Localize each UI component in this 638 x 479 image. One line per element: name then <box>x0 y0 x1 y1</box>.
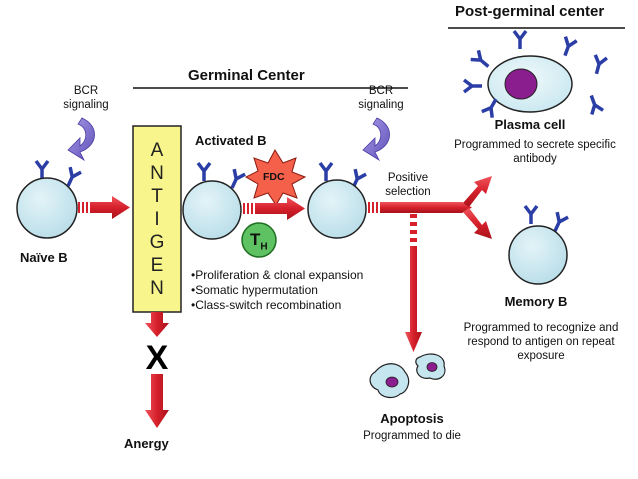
process-item: •Class-switch recombination <box>191 298 342 312</box>
apoptosis-description: Programmed to die <box>363 430 461 442</box>
plasma-cell-label: Plasma cell <box>494 117 566 132</box>
germinal-processes-list: •Proliferation & clonal expansion •Somat… <box>191 268 363 313</box>
bcr-receptor-icon <box>196 161 212 183</box>
activated-b-cell <box>182 161 247 240</box>
signaling-label-line: signaling <box>63 99 109 111</box>
bcr-signaling-arrow-right <box>362 117 390 162</box>
arrow-naive-to-antigen <box>78 196 130 219</box>
antibody-icon <box>462 78 484 94</box>
antigen-letter: A <box>150 140 164 161</box>
fdc-label: FDC <box>263 171 285 183</box>
arrow-to-apoptosis <box>405 214 422 352</box>
antigen-letter: E <box>150 255 164 276</box>
apoptosis-label: Apoptosis <box>380 411 444 426</box>
antigen-letter: I <box>154 209 160 230</box>
arrow-activated-to-selected <box>243 197 305 220</box>
description-line: exposure <box>517 350 565 362</box>
description-line: Programmed to secrete specific <box>454 139 616 151</box>
antibody-icon <box>468 48 494 73</box>
memory-b-description: Programmed to recognize and respond to a… <box>446 321 636 363</box>
memory-b-cell <box>508 204 570 285</box>
germinal-center-b-cell <box>307 161 368 239</box>
description-line: Programmed to recognize and <box>463 322 619 334</box>
arrow-antigen-to-block <box>145 312 169 337</box>
description-line: antibody <box>513 153 557 165</box>
antigen-letter: N <box>150 278 164 299</box>
antigen-letter: N <box>150 163 164 184</box>
positive-selection-label: Positive selection <box>376 171 440 199</box>
bcr-receptor-icon <box>523 204 539 226</box>
post-germinal-center-title: Post-germinal center <box>455 3 605 20</box>
signaling-label-line: signaling <box>358 99 404 111</box>
naive-b-cell <box>16 159 83 239</box>
plasma-cell <box>462 29 609 120</box>
arrow-to-memory-b <box>463 208 492 239</box>
plasma-cell-description: Programmed to secrete specific antibody <box>440 138 630 166</box>
antibody-icon <box>588 53 609 78</box>
antigen-letter: T <box>151 186 163 207</box>
apoptotic-cells <box>369 353 446 399</box>
bcr-signaling-label-right: BCR signaling <box>351 84 411 112</box>
germinal-center-title: Germinal Center <box>188 67 305 84</box>
th-label: TH <box>250 230 268 252</box>
th-cell <box>241 222 277 258</box>
th-label-subscript: H <box>260 241 268 253</box>
antibody-icon <box>557 34 579 60</box>
bcr-receptor-icon <box>318 161 334 183</box>
memory-b-label: Memory B <box>504 294 568 309</box>
anergy-label: Anergy <box>124 436 169 451</box>
activated-b-label: Activated B <box>195 133 267 148</box>
antigen-box <box>132 125 182 313</box>
block-x: X <box>146 339 169 377</box>
bcr-signaling-arrow-left <box>67 117 95 162</box>
naive-b-label: Naïve B <box>20 250 68 265</box>
antibody-icon <box>512 29 528 51</box>
bcr-receptor-icon <box>34 159 50 181</box>
arrow-positive-selection <box>368 202 472 213</box>
arrow-block-to-anergy <box>145 374 169 428</box>
positive-label-line: Positive <box>387 172 429 184</box>
process-item: •Proliferation & clonal expansion <box>191 268 364 282</box>
selection-label-line: selection <box>385 186 431 198</box>
bcr-label-line: BCR <box>73 85 99 97</box>
description-line: respond to antigen on repeat <box>467 336 615 348</box>
th-label-main: T <box>250 230 261 249</box>
antibody-icon <box>583 91 605 117</box>
arrow-to-plasma-cell <box>463 176 492 207</box>
bcr-label-line: BCR <box>368 85 394 97</box>
process-item: •Somatic hypermutation <box>191 283 318 297</box>
antigen-letter: G <box>149 232 165 253</box>
bcr-signaling-label-left: BCR signaling <box>56 84 116 112</box>
